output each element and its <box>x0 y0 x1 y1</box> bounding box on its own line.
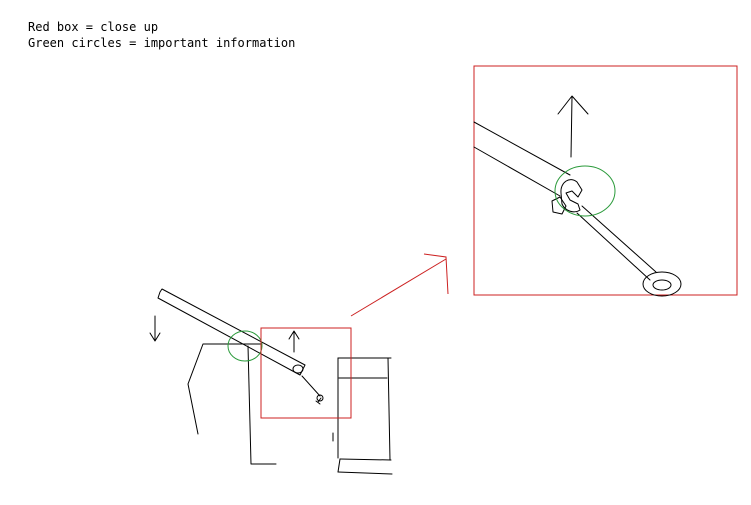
green-circle-closeup <box>554 165 616 217</box>
closeup-up-arrow <box>557 95 589 158</box>
down-arrow <box>149 315 161 342</box>
closeup-bar-top <box>473 121 571 176</box>
container-box <box>337 357 393 475</box>
red-box-overview <box>260 327 352 419</box>
closeup-nut <box>551 196 567 215</box>
closeup-handle-bottom <box>576 212 651 281</box>
bar-end-loop <box>292 364 304 374</box>
overview-drawing <box>149 288 393 475</box>
up-arrow-small <box>288 330 300 353</box>
wrench-tip <box>315 397 322 405</box>
closeup-panel <box>473 65 738 297</box>
green-circle-overview <box>227 330 263 362</box>
wrench-ring <box>316 394 324 402</box>
pointer-arrow <box>350 253 449 317</box>
closeup-ring-outer <box>642 271 682 297</box>
lever-bar <box>157 288 306 376</box>
closeup-bar-bottom <box>473 146 561 197</box>
stand-left <box>187 343 263 435</box>
closeup-wrench-head <box>560 179 583 213</box>
legend-green-circles: Green circles = important information <box>28 36 295 50</box>
closeup-ring-inner <box>652 279 672 291</box>
legend-red-box: Red box = close up <box>28 20 158 34</box>
wrench-handle <box>301 375 321 397</box>
stand-post <box>247 345 277 465</box>
closeup-handle-top <box>581 205 657 273</box>
red-box-closeup <box>473 65 738 296</box>
